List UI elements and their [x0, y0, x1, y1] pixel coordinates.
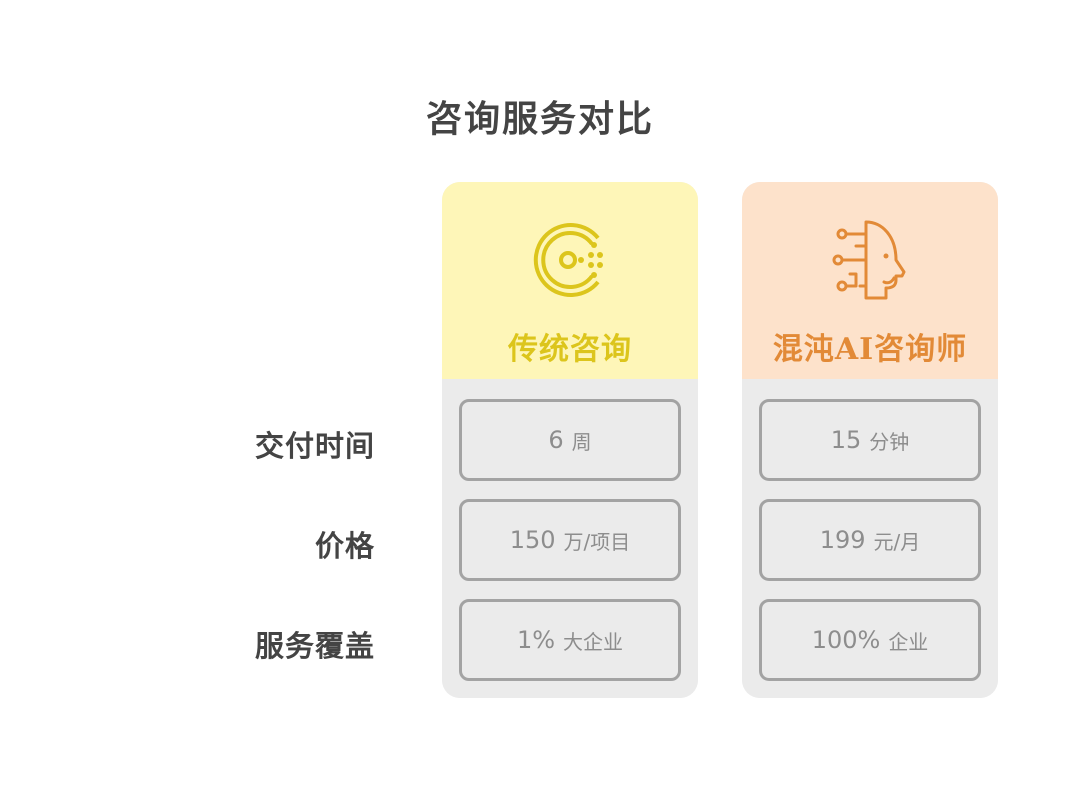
- value-cell-coverage: 100% 企业: [759, 599, 981, 681]
- value-number: 1%: [516, 626, 556, 654]
- value-number: 15: [830, 426, 862, 454]
- card-header: 混沌AI咨询师: [742, 182, 998, 379]
- value-number: 150: [509, 526, 556, 554]
- value-unit: 元/月: [873, 529, 921, 554]
- value-unit: 大企业: [563, 629, 624, 654]
- row-label-price: 价格: [314, 529, 375, 563]
- card-traditional-consulting: 传统咨询 6 周 150 万/项目 1% 大企业: [442, 182, 698, 698]
- row-label-coverage: 服务覆盖: [254, 629, 375, 663]
- value-unit: 分钟: [869, 429, 910, 454]
- value-cell-price: 150 万/项目: [459, 499, 681, 581]
- card-title: 传统咨询: [508, 332, 632, 367]
- value-cell-price: 199 元/月: [759, 499, 981, 581]
- card-header: 传统咨询: [442, 182, 698, 379]
- value-cell-delivery-time: 15 分钟: [759, 399, 981, 481]
- value-number: 6: [548, 426, 564, 454]
- page-title: 咨询服务对比: [425, 98, 654, 140]
- value-number: 199: [819, 526, 866, 554]
- row-label-delivery-time: 交付时间: [254, 429, 375, 463]
- card-body: 15 分钟 199 元/月 100% 企业: [742, 381, 998, 698]
- value-unit: 万/项目: [563, 529, 631, 554]
- value-unit: 周: [571, 429, 592, 454]
- consul-c-logo-icon: [533, 223, 603, 297]
- value-cell-coverage: 1% 大企业: [459, 599, 681, 681]
- ai-head-circuit-icon: [832, 220, 906, 300]
- card-title: 混沌AI咨询师: [772, 332, 968, 367]
- value-cell-delivery-time: 6 周: [459, 399, 681, 481]
- value-number: 100%: [811, 626, 881, 654]
- card-body: 6 周 150 万/项目 1% 大企业: [442, 381, 698, 698]
- value-unit: 企业: [888, 629, 929, 654]
- card-ai-consultant: 混沌AI咨询师 15 分钟 199 元/月 100% 企业: [742, 182, 998, 698]
